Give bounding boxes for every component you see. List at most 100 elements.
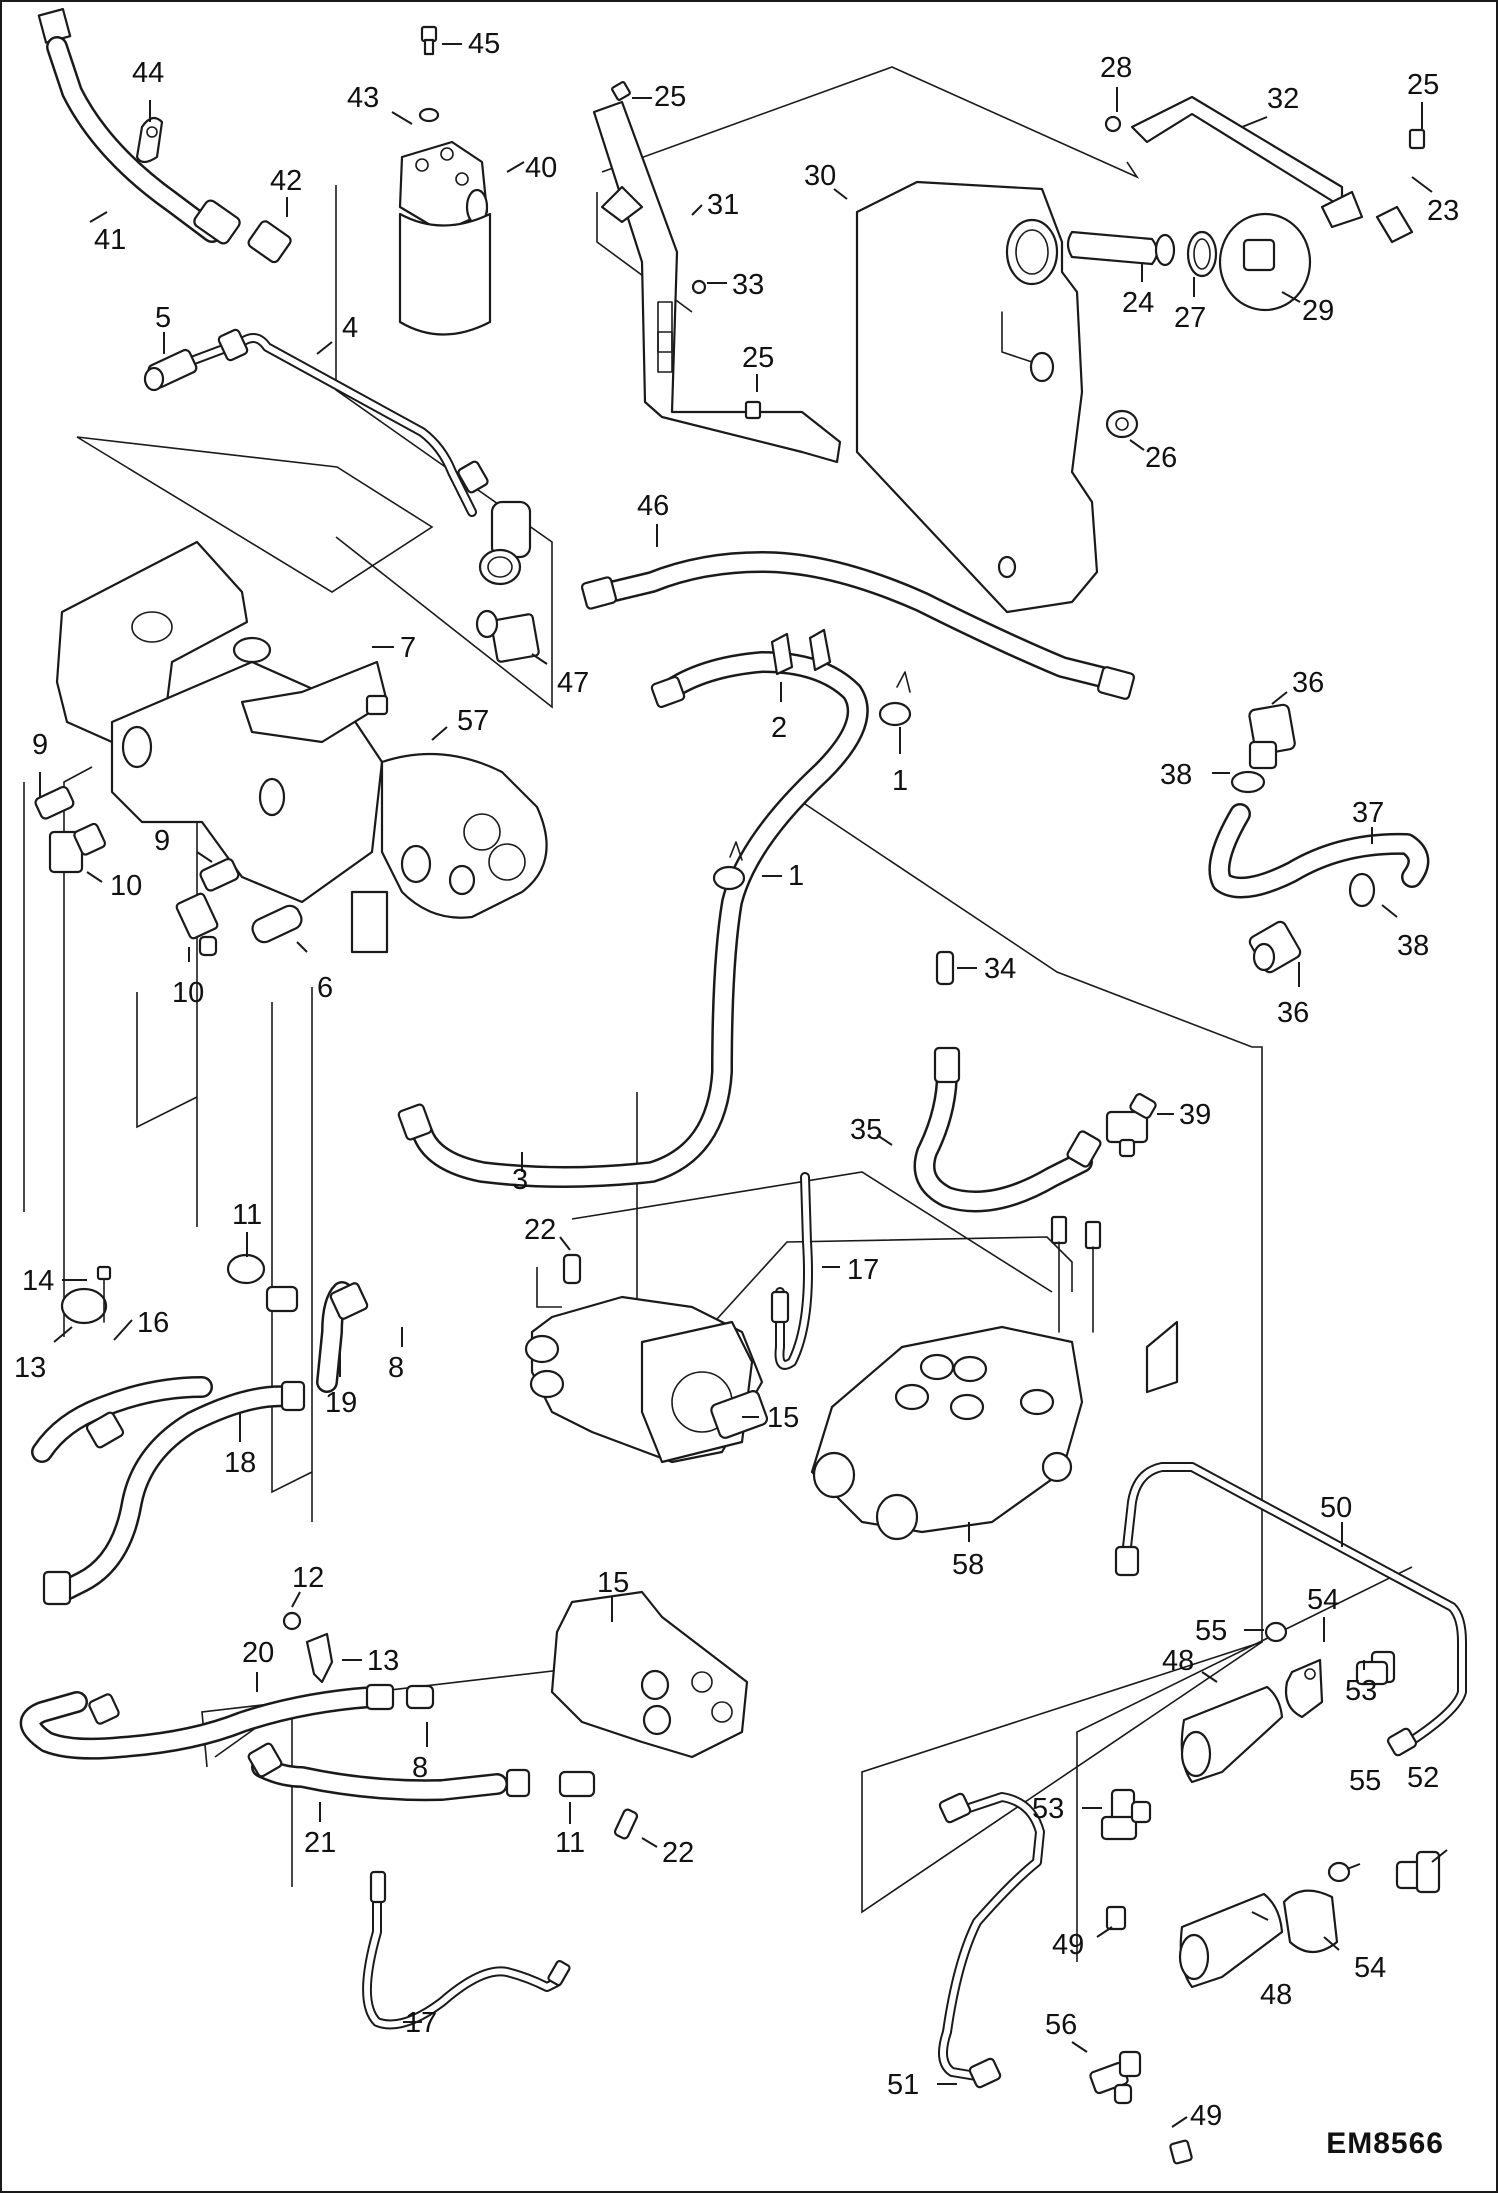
cap-49-lower xyxy=(1169,2139,1193,2165)
fitting-34 xyxy=(935,950,955,986)
callout-32: 32 xyxy=(1267,83,1299,115)
callout-30: 30 xyxy=(804,160,836,192)
bolt-25-right xyxy=(1408,128,1426,150)
callout-20: 20 xyxy=(242,1637,274,1669)
callout-21: 21 xyxy=(304,1827,336,1859)
bracket-32 xyxy=(1130,95,1364,229)
tube-50 xyxy=(1114,1462,1467,1757)
callout-8-lower: 8 xyxy=(412,1752,428,1784)
callout-1-upper: 1 xyxy=(892,765,908,797)
callout-25-bracket: 25 xyxy=(742,342,774,374)
nut-55-lower xyxy=(1327,1861,1351,1883)
bolt-14 xyxy=(96,1265,112,1323)
callout-15-upper: 15 xyxy=(767,1402,799,1434)
callout-17-lower: 17 xyxy=(405,2007,437,2039)
callout-18: 18 xyxy=(224,1447,256,1479)
callout-28: 28 xyxy=(1100,52,1132,84)
callout-44: 44 xyxy=(132,57,164,89)
callout-2: 2 xyxy=(771,712,787,744)
hose-17-lower xyxy=(362,1870,571,2030)
tube-4 xyxy=(157,328,489,517)
hose-37 xyxy=(1208,803,1430,899)
callout-22-lower: 22 xyxy=(662,1837,694,1869)
callout-11-lower: 11 xyxy=(555,1827,585,1859)
callout-13-lower: 13 xyxy=(367,1645,399,1677)
callout-23: 23 xyxy=(1427,195,1459,227)
tank-30 xyxy=(855,180,1099,614)
callout-37: 37 xyxy=(1352,797,1384,829)
callout-43: 43 xyxy=(347,82,379,114)
callout-10-upper: 10 xyxy=(110,870,142,902)
callout-57: 57 xyxy=(457,705,489,737)
callout-26: 26 xyxy=(1145,442,1177,474)
cap-29 xyxy=(1218,212,1312,312)
fitting-9-lower xyxy=(199,857,240,892)
fitting-22-upper xyxy=(562,1253,582,1285)
callout-52: 52 xyxy=(1407,1762,1439,1794)
callout-53-upper: 53 xyxy=(1345,1675,1377,1707)
tee-53-lower xyxy=(1100,1788,1152,1841)
callout-48-upper: 48 xyxy=(1162,1645,1194,1677)
callout-48-lower: 48 xyxy=(1260,1979,1292,2011)
hose-18 xyxy=(42,1380,306,1606)
callout-16: 16 xyxy=(137,1307,169,1339)
cap-49-upper xyxy=(1105,1905,1127,1931)
hose-16 xyxy=(31,1376,213,1463)
clamp-38-lower xyxy=(1348,872,1376,908)
callout-9-upper: 9 xyxy=(32,729,48,761)
callout-41: 41 xyxy=(94,224,126,256)
callout-25-upper: 25 xyxy=(654,81,686,113)
accumulator-48-lower xyxy=(1178,1892,1284,1989)
callout-11-upper: 11 xyxy=(232,1199,262,1231)
tube-51 xyxy=(938,1792,1045,2089)
callout-39: 39 xyxy=(1179,1099,1211,1131)
callout-51: 51 xyxy=(887,2069,919,2101)
callout-38-upper: 38 xyxy=(1160,759,1192,791)
elbow-10-upper xyxy=(48,822,107,874)
hose-41-assembly xyxy=(37,8,241,245)
elbow-47 xyxy=(475,609,540,663)
callout-5: 5 xyxy=(155,302,171,334)
clamp-13-lower xyxy=(305,1632,334,1684)
plug-6 xyxy=(251,904,303,944)
fitting-5 xyxy=(143,348,198,392)
clamp-1-upper xyxy=(878,671,912,727)
callout-55-upper: 55 xyxy=(1195,1615,1227,1647)
callout-33: 33 xyxy=(732,269,764,301)
callout-36-lower: 36 xyxy=(1277,997,1309,1029)
tee-39 xyxy=(1105,1093,1157,1158)
clamp-54-lower xyxy=(1282,1889,1339,1954)
elbow-52 xyxy=(1395,1850,1441,1894)
callout-35: 35 xyxy=(850,1114,882,1146)
hose-17-upper xyxy=(770,1172,813,1370)
callout-19: 19 xyxy=(325,1387,357,1419)
callout-labels: 45 43 40 44 41 42 5 4 25 31 33 25 28 32 … xyxy=(14,28,1459,2132)
callout-47: 47 xyxy=(557,667,589,699)
valve-58 xyxy=(810,1215,1179,1541)
callout-12: 12 xyxy=(292,1562,324,1594)
callout-54-lower: 54 xyxy=(1354,1952,1386,1984)
callout-4: 4 xyxy=(342,312,358,344)
hose-46 xyxy=(580,551,1136,700)
nut-26 xyxy=(1105,409,1139,439)
callout-6: 6 xyxy=(317,972,333,1004)
callout-38-lower: 38 xyxy=(1397,930,1429,962)
callout-45: 45 xyxy=(468,28,500,60)
gasket-27 xyxy=(1186,230,1218,278)
nut-55-upper xyxy=(1264,1621,1288,1643)
fitting-8-lower xyxy=(405,1684,435,1710)
plug-7 xyxy=(365,694,389,716)
callout-22-upper: 22 xyxy=(524,1214,556,1246)
callout-14: 14 xyxy=(22,1265,54,1297)
clamp-54-upper xyxy=(1284,1658,1324,1719)
callout-58: 58 xyxy=(952,1549,984,1581)
tee-56 xyxy=(1089,2050,1142,2105)
plate-23 xyxy=(1375,205,1414,244)
callout-49-upper: 49 xyxy=(1052,1929,1084,1961)
bolt-25-bracket xyxy=(744,400,762,420)
strainer-24 xyxy=(1066,230,1176,267)
bolt-45 xyxy=(420,25,438,56)
fitting-22-lower xyxy=(613,1808,639,1840)
